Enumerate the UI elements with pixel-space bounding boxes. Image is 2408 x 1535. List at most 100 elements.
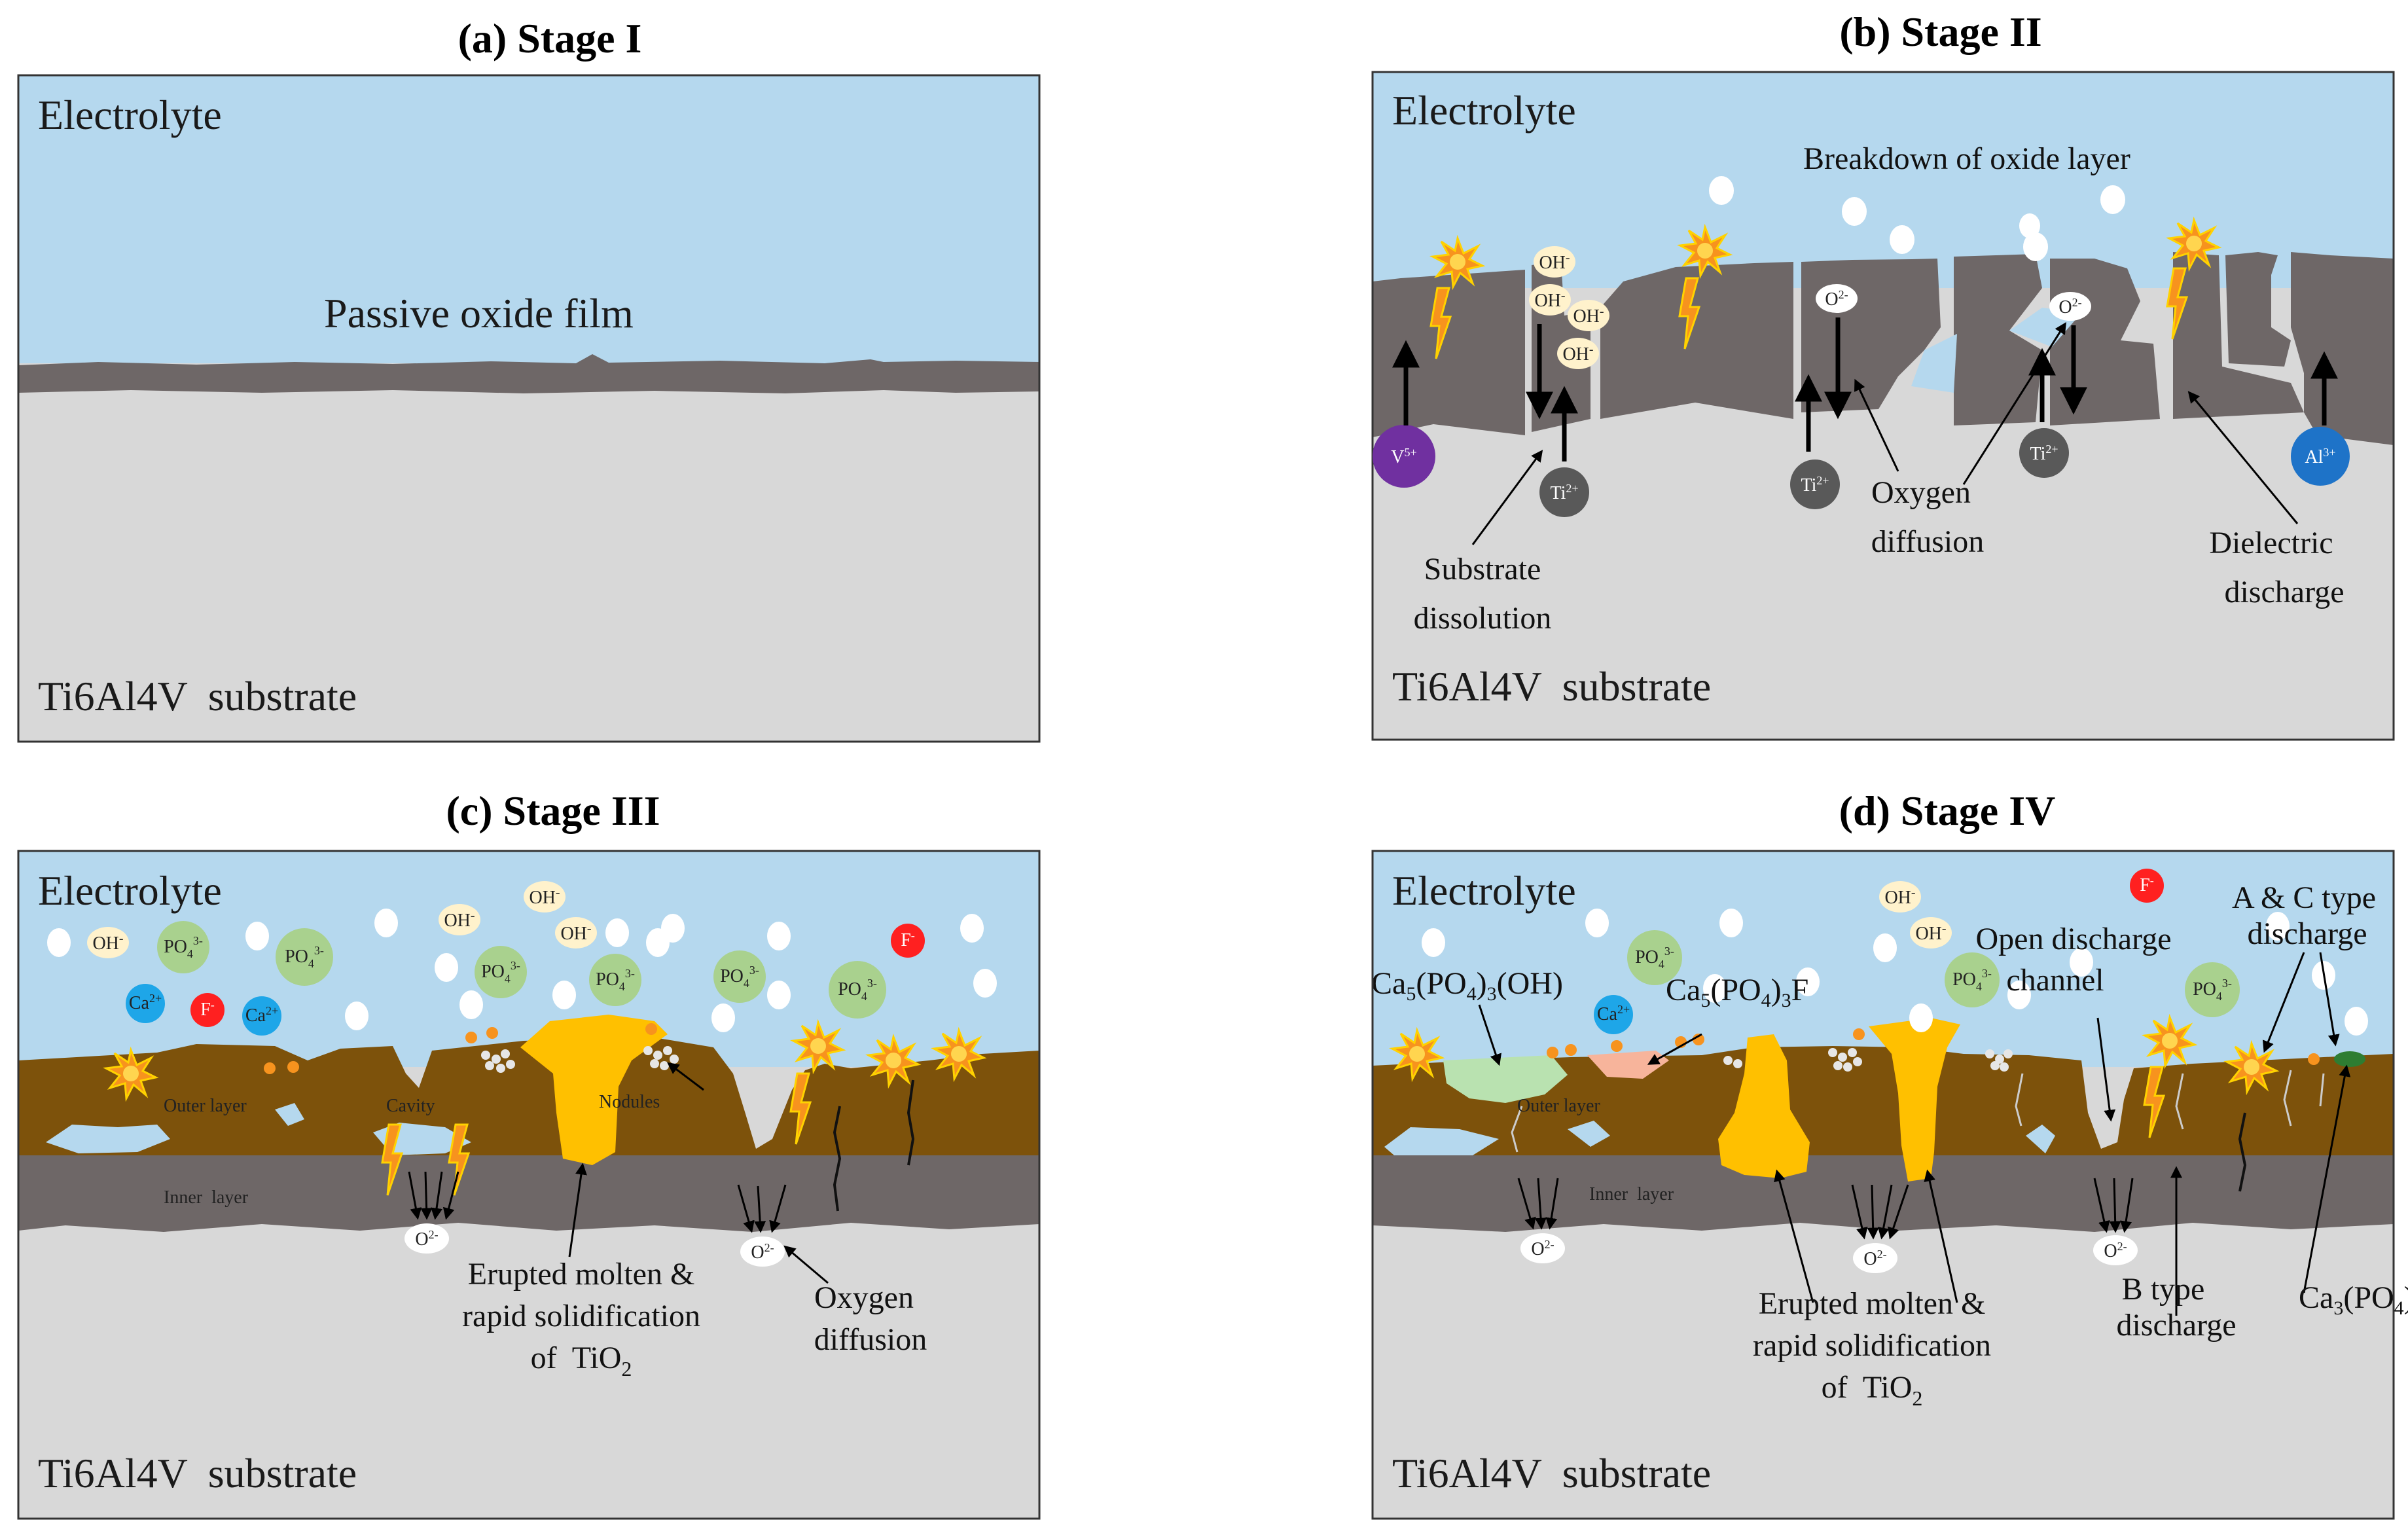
panel-c-cracks — [833, 1079, 915, 1212]
ion-oh: OH- — [1534, 289, 1565, 311]
panel-d: (d) Stage IV — [1371, 787, 2408, 1520]
ion-po4: PO43- — [720, 964, 759, 990]
panel-c-pore — [275, 1103, 304, 1126]
panel-b-gas-bubbles — [1709, 176, 2125, 261]
ion-po4: PO43- — [164, 934, 203, 960]
panel-c-diffusion-arrows — [408, 1171, 787, 1233]
panel-b-oxide-block — [1373, 270, 1525, 437]
panel-c-substrate-label: Ti6Al4V substrate — [38, 1450, 357, 1496]
panel-b-ti-ion — [2019, 428, 2069, 478]
ion-oh: OH- — [1573, 304, 1604, 327]
panel-d-inner-layer — [1373, 1153, 2394, 1232]
panel-b-v-ion — [1373, 425, 1435, 488]
panel-d-molten-tio2 — [1869, 1018, 1960, 1182]
panel-b-oxide-block — [2173, 252, 2304, 419]
ion-f: F- — [2140, 874, 2154, 895]
panel-b-al-ion — [2291, 427, 2350, 486]
ion-o: O2- — [1531, 1238, 1554, 1259]
ion-oh: OH- — [1915, 922, 1946, 944]
panel-c-outer-label: Outer layer — [164, 1096, 247, 1116]
panel-b-oxide-block — [1954, 254, 2042, 425]
ion-po4: PO43- — [1635, 945, 1674, 971]
panel-d-erupted-label: Erupted molten &rapid solidification — [1753, 1286, 1991, 1363]
panel-c-leader-arrows — [568, 1062, 829, 1284]
ion-f: F- — [200, 998, 215, 1020]
panel-d-tcp-deposit — [2334, 1051, 2365, 1067]
panel-d-cracks — [2238, 1112, 2247, 1192]
panel-d-title: (d) Stage IV — [1839, 787, 2056, 834]
ion-o: O2- — [751, 1241, 774, 1263]
panel-c-nodules-label: Nodules — [599, 1092, 660, 1112]
panel-a-electrolyte-label: Electrolyte — [38, 92, 222, 138]
ion-oh: OH- — [1884, 886, 1915, 908]
ion-ti: Ti2+ — [1550, 482, 1578, 503]
ion-o: O2- — [415, 1228, 438, 1250]
panel-b-ti-ion — [1790, 460, 1840, 509]
panel-d-nodules — [1723, 1048, 2013, 1072]
panel-c-molten-tio2 — [520, 1015, 668, 1165]
panel-b-oxide-block — [1600, 262, 1793, 419]
ion-ca: Ca2+ — [1597, 1003, 1630, 1024]
panel-c-cavity — [46, 1125, 170, 1153]
panel-c-inner-label: Inner layer — [164, 1187, 249, 1208]
panel-d-hap-deposit — [1443, 1055, 1568, 1103]
panel-c-frame — [17, 850, 1041, 1520]
ion-oh: OH- — [529, 886, 560, 908]
panel-c-title: (c) Stage III — [446, 787, 660, 834]
ion-o: O2- — [1863, 1248, 1886, 1269]
panel-b-frame — [1371, 71, 2395, 741]
panel-b-oxide-block — [2291, 252, 2394, 445]
panel-d-pore — [2026, 1125, 2055, 1153]
panel-a-electrolyte — [18, 75, 1039, 363]
ion-po4: PO43- — [596, 967, 635, 993]
ion-f: F- — [901, 929, 915, 950]
panel-d-molten-tio2 — [1718, 1034, 1810, 1178]
panel-c-ions: OH- OH- OH- OH- PO43- PO43- PO43- PO43- … — [87, 881, 925, 1267]
panel-b-leader-arrows — [1471, 321, 2299, 545]
panel-b-electrolyte-label: Electrolyte — [1392, 87, 1576, 134]
panel-d-inner-label: Inner layer — [1589, 1184, 1674, 1204]
ion-oh: OH- — [92, 931, 123, 954]
panel-b-migration-arrows — [1392, 317, 2338, 461]
panel-d-frame — [1371, 850, 2395, 1520]
panel-d-hap-label: Ca5(PO4)3(OH) — [1371, 966, 1563, 1005]
ion-po4: PO43- — [285, 944, 324, 970]
panel-c-small-sparks — [264, 1023, 657, 1074]
panel-a-substrate-label: Ti6Al4V substrate — [38, 673, 357, 719]
panel-c-inner-layer — [18, 1153, 1039, 1232]
panel-b-oxide-block — [2225, 252, 2291, 367]
panel-b-pore — [1911, 334, 1957, 393]
ion-ti: Ti2+ — [1801, 474, 1829, 496]
panel-d-diffusion-arrows — [1517, 1178, 2134, 1240]
ion-oh: OH- — [1539, 251, 1570, 273]
panel-d-gas-bubbles — [1422, 909, 2368, 1036]
panel-d-pore — [1568, 1121, 1610, 1147]
panel-d-of-tio2-label: of TiO2 — [1822, 1370, 1923, 1410]
panel-c-of-tio2-label: of TiO2 — [531, 1341, 632, 1381]
panel-a-passive-oxide-film — [18, 354, 1039, 393]
panel-d-cavity — [1384, 1127, 1499, 1155]
panel-c-electrolyte-label: Electrolyte — [38, 867, 222, 914]
panel-d-tcp-label: Ca3(PO4)2 — [2299, 1280, 2408, 1319]
ion-po4: PO43- — [2193, 977, 2232, 1003]
panel-d-electrolyte-label: Electrolyte — [1392, 867, 1576, 914]
ion-ca: Ca2+ — [245, 1004, 278, 1026]
ion-ca: Ca2+ — [129, 992, 162, 1013]
ion-ti: Ti2+ — [2030, 442, 2058, 464]
ion-po4: PO43- — [481, 959, 520, 985]
panel-c-erupted-label: Erupted molten &rapid solidification — [462, 1257, 700, 1333]
panel-b: (b) Stage II OH- OH- OH- OH- O2- O2- V5+… — [1371, 9, 2395, 741]
panel-c-nodules — [481, 1046, 679, 1073]
ion-o: O2- — [2058, 296, 2081, 317]
panel-c: (c) Stage III — [17, 787, 1041, 1520]
ion-o: O2- — [1825, 288, 1848, 310]
ion-oh: OH- — [560, 922, 591, 944]
panel-c-gas-bubbles — [47, 909, 997, 1032]
